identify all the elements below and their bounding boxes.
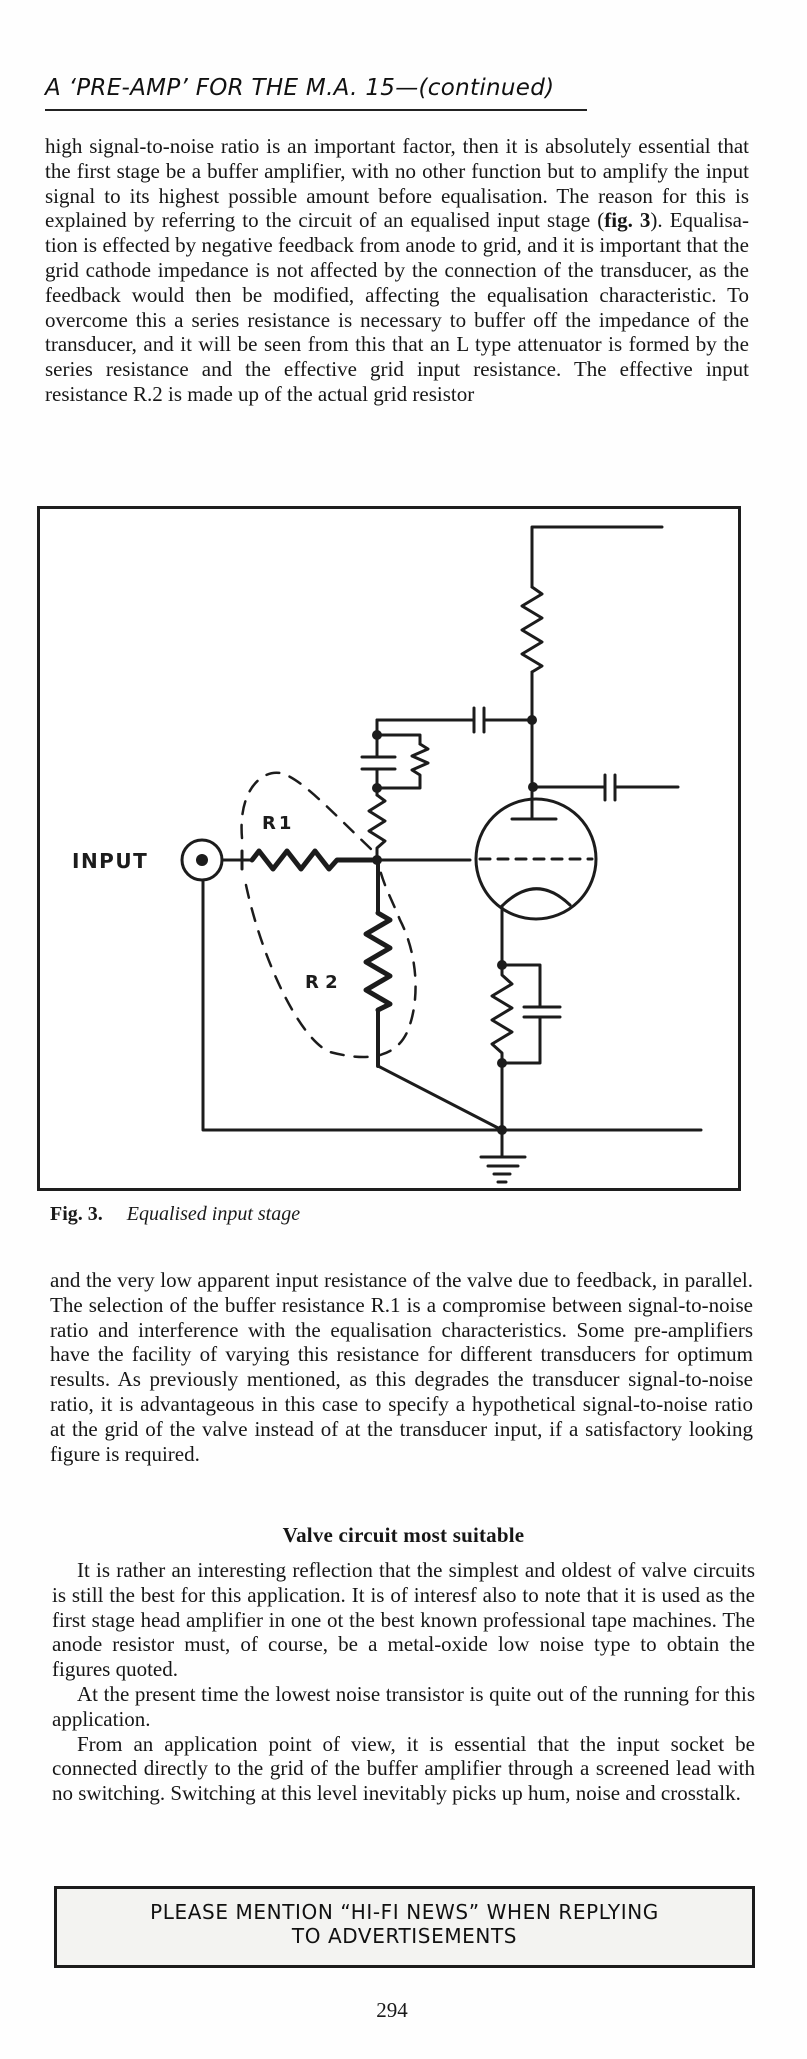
advertisement-notice-box: PLEASE MENTION “HI-FI NEWS” WHEN REPLYIN… <box>54 1886 755 1968</box>
running-title: A ‘PRE-AMP’ FOR THE M.A. 15— <box>45 75 419 101</box>
feedback-node-top <box>372 730 382 740</box>
rc-resistor <box>375 742 430 790</box>
figure-caption: Fig. 3. Equalised input stage <box>50 1202 300 1226</box>
anode-output-node <box>528 782 538 792</box>
r2-ground-wire <box>376 1064 504 1132</box>
figure-number: Fig. 3. <box>50 1203 103 1225</box>
paragraph-intro: high signal-to-noise ratio is an importa… <box>45 134 749 407</box>
r1-resistor <box>249 848 380 872</box>
valve-cathode <box>500 887 572 908</box>
figure-frame <box>37 506 741 1191</box>
valve-envelope <box>474 797 598 921</box>
anode-resistor <box>520 585 544 674</box>
paragraph-1-text: high signal-to-noise ratio is an importa… <box>45 134 749 233</box>
rc-bracket <box>375 733 422 746</box>
cathode-bracket <box>500 963 542 1009</box>
header-rule <box>45 109 587 111</box>
notice-line-2: TO ADVERTISEMENTS <box>291 1924 518 1948</box>
paragraph-5-text: From an application point of view, it is… <box>52 1731 755 1806</box>
feedback-node-bottom <box>372 783 382 793</box>
paragraph-4-text: At the present time the lowest noise tra… <box>52 1681 755 1731</box>
circuit-diagram: INPUT R1 R 2 <box>72 525 703 1184</box>
notice-line-1: PLEASE MENTION “HI-FI NEWS” WHEN REPLYIN… <box>150 1900 659 1924</box>
continued-label: (continued) <box>418 75 555 101</box>
r1-label: R1 <box>262 813 294 834</box>
paragraph-1-rest: ). Equalisa­tion is effected by negative… <box>45 208 749 406</box>
input-label: INPUT <box>72 849 148 873</box>
running-header: A ‘PRE-AMP’ FOR THE M.A. 15—(continued) <box>45 74 554 102</box>
r2-label: R 2 <box>305 972 338 993</box>
ht-supply-line <box>530 525 664 589</box>
r1-dashed-outline <box>240 771 374 852</box>
paragraph-3-text: It is rather an interesting reflection t… <box>52 1558 755 1682</box>
cathode-resistor <box>490 963 514 1132</box>
section-valve-circuit: Valve circuit most suitable It is rather… <box>52 1522 755 1806</box>
r2-dashed-outline <box>244 868 417 1059</box>
cathode-node-bottom <box>497 1058 507 1068</box>
ground-node <box>497 1125 507 1135</box>
r2-resistor <box>363 910 393 1013</box>
paragraph-resistance: and the very low apparent input resistan… <box>50 1268 753 1466</box>
figure-reference: fig. 3 <box>604 208 651 233</box>
feedback-resistor <box>367 793 387 862</box>
paragraph-2-text: and the very low apparent input resistan… <box>50 1268 753 1466</box>
grid-junction-node <box>372 855 382 865</box>
section-heading: Valve circuit most suitable <box>282 1523 525 1547</box>
figure-title: Equalised input stage <box>126 1203 301 1225</box>
anode-feedback-node <box>527 715 537 725</box>
ground-rail <box>201 878 703 1132</box>
page-number: 294 <box>376 1998 408 2022</box>
input-jack-center <box>196 854 208 866</box>
cathode-node-top <box>497 960 507 970</box>
